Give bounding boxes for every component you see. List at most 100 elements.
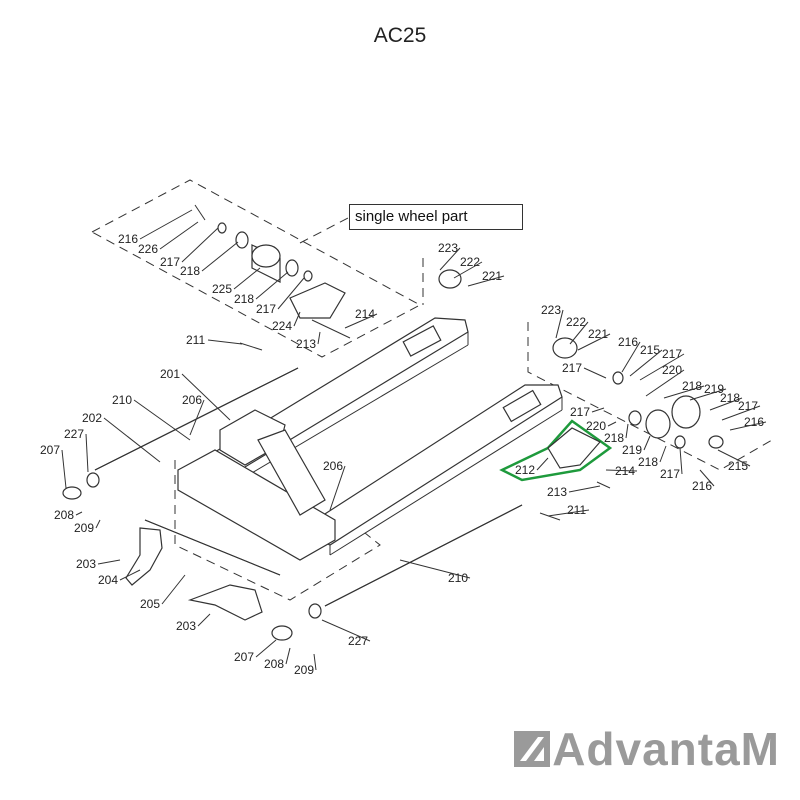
leader-212	[536, 457, 549, 471]
brand-name: AdvantaM	[552, 723, 780, 775]
leader-222b	[569, 321, 589, 345]
brand-logo: AdvantaM	[512, 722, 780, 776]
leader-203a	[97, 559, 121, 565]
leader-217e	[721, 405, 761, 421]
leader-206a	[189, 399, 205, 436]
leader-218e	[625, 423, 629, 439]
leader-207b	[255, 639, 277, 658]
leader-220a	[645, 369, 685, 397]
pin-211-right	[539, 512, 561, 521]
leader-218d	[709, 397, 743, 411]
ring-227-left	[86, 472, 100, 488]
part-label-203b: 203	[176, 619, 196, 633]
leader-207a	[61, 449, 67, 489]
part-label-215b: 215	[728, 459, 748, 473]
leader-223a	[439, 247, 461, 271]
leader-lines	[61, 209, 767, 671]
leader-221b	[577, 333, 611, 351]
part-label-210a: 210	[112, 393, 132, 407]
diagram-title: AC25	[373, 24, 427, 47]
leader-210b	[399, 559, 471, 579]
leader-218c	[663, 385, 705, 399]
part-label-207a: 207	[40, 443, 60, 457]
leader-224	[293, 311, 301, 327]
part-label-214a: 214	[355, 307, 375, 321]
leader-216c	[729, 421, 767, 431]
part-label-217c: 217	[662, 347, 682, 361]
part-label-227a: 227	[64, 427, 84, 441]
right-fork-window	[502, 389, 542, 423]
part-label-219a: 219	[704, 382, 724, 396]
part-label-221b: 221	[588, 327, 608, 341]
part-label-223a: 223	[438, 241, 458, 255]
part-label-210b: 210	[448, 571, 468, 585]
washer-217-double	[674, 435, 686, 449]
leader-208b	[285, 647, 291, 665]
part-label-219b: 219	[622, 443, 642, 457]
leader-205	[161, 574, 186, 605]
part-label-224: 224	[272, 319, 292, 333]
part-label-222a: 222	[460, 255, 480, 269]
part-label-220a: 220	[662, 363, 682, 377]
bearing-218-double	[628, 410, 642, 426]
part-label-217f: 217	[570, 405, 590, 419]
part-label-209a: 209	[74, 521, 94, 535]
pump-column	[257, 429, 326, 516]
leader-216b	[621, 341, 641, 373]
leader-217d	[583, 367, 607, 379]
part-label-217d: 217	[562, 361, 582, 375]
axle-213-double	[596, 481, 611, 489]
leader-211b	[547, 509, 590, 517]
part-label-201: 201	[160, 367, 180, 381]
leader-210a	[133, 399, 191, 441]
leader-222a	[453, 261, 483, 279]
part-label-207b: 207	[234, 650, 254, 664]
part-label-218d: 218	[720, 391, 740, 405]
wheel-219-front	[645, 409, 671, 439]
leader-202	[103, 417, 161, 463]
bearing-218-single	[235, 231, 249, 249]
leader-219a	[689, 388, 727, 401]
part-label-217b: 217	[256, 302, 276, 316]
part-label-211b: 211	[567, 503, 586, 517]
pin-211-left	[239, 342, 263, 351]
part-label-226: 226	[138, 242, 158, 256]
bracket-212	[547, 427, 601, 469]
leader-214b	[605, 469, 638, 472]
bracket-224	[289, 282, 346, 319]
leader-221a	[467, 275, 505, 287]
leader-225	[233, 267, 261, 290]
frame-group-outline	[174, 460, 381, 601]
part-label-218a: 218	[180, 264, 200, 278]
leader-217a	[181, 227, 219, 263]
part-label-216b: 216	[618, 335, 638, 349]
leader-208a	[75, 511, 83, 516]
connector-207-left	[62, 486, 82, 500]
part-label-211a: 211	[186, 333, 205, 347]
part-label-217g: 217	[660, 467, 680, 481]
washer-217-single	[217, 222, 227, 234]
part-label-209b: 209	[294, 663, 314, 677]
leader-214a	[344, 313, 378, 329]
leader-217b	[277, 277, 305, 310]
leader-203b	[197, 613, 211, 627]
leader-211a	[207, 339, 243, 345]
washer-217-single-b	[303, 270, 313, 282]
brand-mark-icon	[514, 731, 551, 767]
part-label-225: 225	[212, 282, 232, 296]
part-label-218f: 218	[638, 455, 658, 469]
part-label-203a: 203	[76, 557, 96, 571]
leader-218b	[255, 271, 289, 300]
part-label-216c: 216	[744, 415, 764, 429]
ring-227-right	[308, 603, 322, 619]
leader-206b	[329, 465, 346, 511]
leader-213b	[568, 485, 601, 493]
part-label-223b: 223	[541, 303, 561, 317]
leader-217c	[639, 353, 685, 381]
leader-220b	[607, 421, 617, 427]
callout-leader	[299, 217, 349, 244]
leader-215b	[717, 449, 751, 467]
part-label-217a: 217	[160, 255, 180, 269]
part-label-222b: 222	[566, 315, 586, 329]
